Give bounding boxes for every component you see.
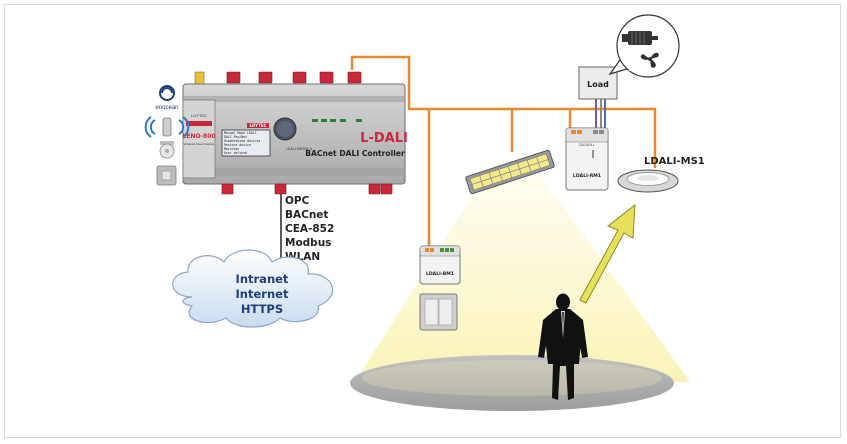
controller-bottom-connectors [221, 183, 393, 195]
dali-bus-wires [350, 55, 657, 246]
wall-switch [419, 293, 458, 331]
relay-module: DA DA N L LDALI-RM1 [565, 127, 609, 191]
cloud-line-internet: Internet [236, 287, 289, 301]
network-cloud: Intranet Internet HTTPS [172, 249, 334, 328]
button-module-label: LDALI-BM1 [426, 271, 454, 277]
svg-text:DALI Pow/Net: DALI Pow/Net [224, 135, 247, 139]
load-wires [595, 98, 606, 130]
motion-sensor [617, 169, 679, 193]
screen-text: Manual Mode LDALI DALI Pow/Net Unaddress… [224, 131, 261, 155]
floor-light [362, 360, 662, 396]
leno-sub: Enhanced Ocean Interface [184, 142, 215, 146]
status-leds [312, 119, 362, 122]
leno-label: LENO-800 [182, 133, 215, 140]
loytec-tag-text: LOYTEC [250, 123, 267, 128]
enocean-logo: enocean [155, 85, 179, 111]
person-silhouette [538, 293, 588, 400]
protocol-bacnet: BACnet [285, 209, 328, 221]
relay-module-label: LDALI-RM1 [573, 173, 601, 179]
load-box: Load [578, 66, 618, 100]
sensor-direction-arrow [579, 203, 636, 304]
cloud-line-https: HTTPS [241, 302, 283, 316]
controller-screen [221, 129, 271, 157]
smoke-sensor-icon [159, 141, 175, 159]
svg-text:Unaddressed devices: Unaddressed devices [224, 139, 261, 143]
controller-unit[interactable]: LOYTEC LENO-800 Enhanced Ocean Interface… [182, 71, 408, 195]
protocol-cea852: CEA-852 [285, 223, 334, 235]
protocol-list: OPC BACnet CEA-852 Modbus WLAN [285, 195, 334, 263]
sensor-label: LDALI-MS1 [644, 156, 705, 167]
enocean-label: enocean [155, 105, 178, 111]
controller-brand: L-DALI [360, 131, 408, 146]
svg-text:Maintain: Maintain [224, 147, 239, 151]
controller-top-connectors [226, 71, 362, 84]
room-switch-icon [156, 165, 177, 186]
light-beam [355, 175, 690, 382]
protocol-modbus: Modbus [285, 237, 331, 249]
svg-text:Manual Mode LDALI: Manual Mode LDALI [224, 131, 257, 135]
load-bubble [608, 14, 680, 78]
motor-icon [622, 31, 658, 45]
wireless-icon [144, 116, 190, 138]
floor-shadow [350, 355, 674, 411]
leno-brand: LOYTEC [191, 113, 207, 118]
controller-subtitle: BACnet DALI Controller [305, 149, 405, 158]
fan-icon [640, 52, 659, 68]
cloud-line-intranet: Intranet [236, 272, 289, 286]
button-module: LDALI-BM1 [419, 245, 461, 285]
controller-model: LDALI-ME204-U [286, 147, 313, 151]
leno-module [182, 99, 216, 179]
ceiling-light-fixture [465, 149, 555, 195]
svg-text:Restore device: Restore device [224, 143, 251, 147]
antenna-connector [194, 71, 205, 85]
svg-text:User defined: User defined [224, 151, 247, 155]
protocol-opc: OPC [285, 195, 310, 207]
load-label: Load [587, 80, 609, 89]
loytec-tag [247, 123, 269, 128]
relay-terminals: DA DA N L [579, 143, 594, 147]
